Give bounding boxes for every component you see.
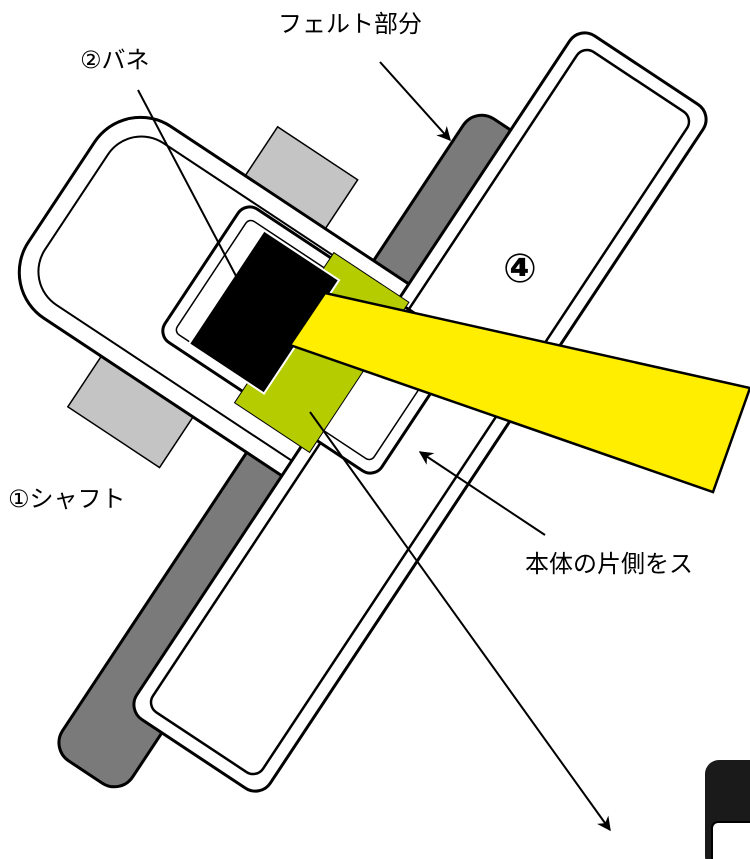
felt-arrow	[379, 61, 451, 142]
corner-device	[705, 760, 750, 859]
shaft-label: ①シャフト	[8, 485, 126, 513]
green-pad-leader-arrow	[309, 411, 611, 832]
yellow-bar	[288, 291, 750, 494]
frame-number-label: ④	[503, 246, 537, 292]
body-side-arrow	[418, 451, 546, 536]
felt-label: フェルト部分	[278, 10, 422, 38]
body-side-label: 本体の片側をス	[525, 550, 693, 578]
spring-leader-arrow	[137, 89, 256, 314]
spring-label: ②バネ	[80, 46, 150, 74]
